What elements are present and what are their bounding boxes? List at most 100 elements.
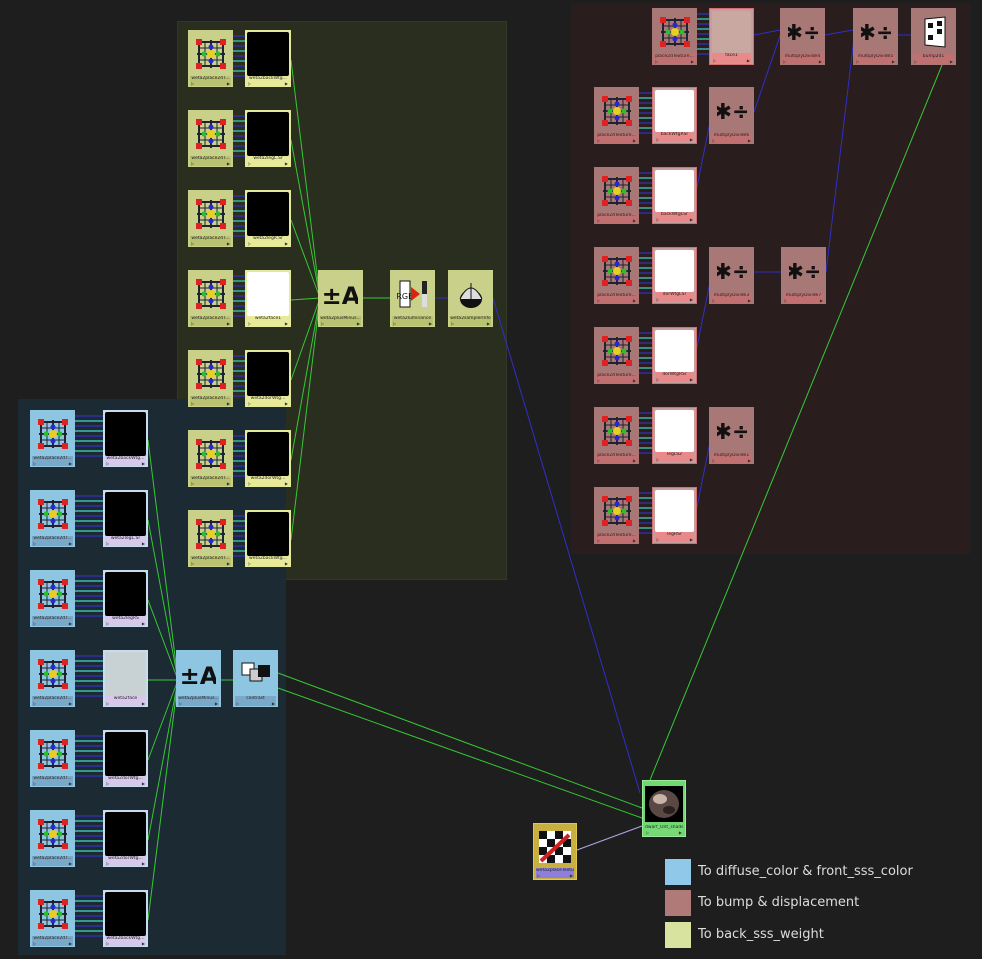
yellow-sampler-info-node-port-bar[interactable] [450, 322, 491, 326]
red-file-node-3-port-bar[interactable] [655, 298, 694, 302]
blue-contrast-node[interactable]: contrast [233, 650, 278, 707]
red-place2d-node-6[interactable]: place2dTexture... [594, 487, 639, 544]
red-place2d-node-2[interactable]: place2dTexture... [594, 167, 639, 224]
yellow-file-node-6-port-bar[interactable] [247, 562, 289, 566]
blue-file-node-4[interactable]: weta2dorWtg... [103, 730, 148, 787]
blue-place2d-node-6[interactable]: weta2place2dT... [30, 890, 75, 947]
yellow-sampler-info-node[interactable]: weta2samplerInfo [448, 270, 493, 327]
yellow-place2d-node-3[interactable]: weta2place2dT... [188, 270, 233, 327]
yellow-file-node-4[interactable]: weta2dorWtg... [245, 350, 291, 407]
blue-place2d-node-2-port-bar[interactable] [32, 622, 73, 626]
shader-node[interactable]: dwarf_Ont_shader [642, 780, 686, 837]
blue-file-node-2-port-bar[interactable] [105, 622, 146, 626]
blue-file-node-0-port-bar[interactable] [105, 462, 146, 466]
blue-file-node-3[interactable]: weta2face [103, 650, 148, 707]
blue-plus-minus-node-port-bar[interactable] [178, 702, 219, 706]
multiply-divide-node-5[interactable]: ✱÷multiplyDivide1 [709, 407, 754, 464]
yellow-place2d-node-5-port-bar[interactable] [190, 482, 231, 486]
yellow-file-node-1-port-bar[interactable] [247, 162, 289, 166]
red-place2d-node-4[interactable]: place2dTexture... [594, 327, 639, 384]
red-place2d-node-1[interactable]: place2dTexture... [594, 87, 639, 144]
multiply-divide-node-2[interactable]: ✱÷multiplyDivide6 [709, 87, 754, 144]
blue-file-node-1[interactable]: weta2legL.Sr [103, 490, 148, 547]
red-file-node-4[interactable]: dorWtgRSr [652, 327, 697, 384]
red-place2d-node-0[interactable]: place2dTexture... [652, 8, 697, 65]
blue-place2d-node-1[interactable]: weta2place2dT... [30, 490, 75, 547]
blue-place2d-node-5-port-bar[interactable] [32, 862, 73, 866]
red-file-node-4-port-bar[interactable] [655, 378, 694, 382]
multiply-divide-node-4[interactable]: ✱÷multiplyDivide7 [781, 247, 826, 304]
multiply-divide-node-2-port-bar[interactable] [711, 139, 752, 143]
multiply-divide-node-4-port-bar[interactable] [783, 299, 824, 303]
red-place2d-node-3[interactable]: place2dTexture... [594, 247, 639, 304]
yellow-file-node-0[interactable]: weta2backWtg... [245, 30, 291, 87]
yellow-file-node-0-port-bar[interactable] [247, 82, 289, 86]
blue-file-node-6-port-bar[interactable] [105, 942, 146, 946]
multiply-divide-node-1-port-bar[interactable] [855, 60, 896, 64]
yellow-place2d-node-0-port-bar[interactable] [190, 82, 231, 86]
yellow-file-node-5-port-bar[interactable] [247, 482, 289, 486]
blue-file-node-2[interactable]: weta2legRS [103, 570, 148, 627]
red-file-node-5-port-bar[interactable] [655, 458, 694, 462]
yellow-plus-minus-node-port-bar[interactable] [320, 322, 361, 326]
blue-file-node-1-port-bar[interactable] [105, 542, 146, 546]
multiply-divide-node-1[interactable]: ✱÷multiplyDivide5 [853, 8, 898, 65]
yellow-file-node-2[interactable]: weta2legR.Sr [245, 190, 291, 247]
red-place2d-node-0-port-bar[interactable] [654, 60, 695, 64]
yellow-place2d-node-3-port-bar[interactable] [190, 322, 231, 326]
red-place2d-node-4-port-bar[interactable] [596, 379, 637, 383]
yellow-place2d-node-5[interactable]: weta2place2dT... [188, 430, 233, 487]
red-file-node-3[interactable]: dorWtgLSr [652, 247, 697, 304]
bump2d-node-port-bar[interactable] [913, 60, 954, 64]
red-file-node-1-port-bar[interactable] [655, 138, 694, 142]
yellow-file-node-6[interactable]: weta2backWtg... [245, 510, 291, 567]
red-place2d-node-3-port-bar[interactable] [596, 299, 637, 303]
red-file-node-1[interactable]: backWtgRSr [652, 87, 697, 144]
bump2d-node[interactable]: bump2d1 [911, 8, 956, 65]
multiply-divide-node-3[interactable]: ✱÷multiplyDivide3 [709, 247, 754, 304]
blue-file-node-3-port-bar[interactable] [105, 702, 146, 706]
yellow-file-node-5[interactable]: weta2dorWtg... [245, 430, 291, 487]
blue-place2d-node-6-port-bar[interactable] [32, 942, 73, 946]
yellow-place2d-node-1[interactable]: weta2place2dT... [188, 110, 233, 167]
red-file-node-2[interactable]: backWtgLSr [652, 167, 697, 224]
yellow-file-node-1[interactable]: weta2legL.Sr [245, 110, 291, 167]
blue-place2d-node-0-port-bar[interactable] [32, 462, 73, 466]
red-place2d-node-2-port-bar[interactable] [596, 219, 637, 223]
multiply-divide-node-5-port-bar[interactable] [711, 459, 752, 463]
blue-contrast-node-port-bar[interactable] [235, 702, 276, 706]
yellow-place2d-node-6[interactable]: weta2place2dT... [188, 510, 233, 567]
red-file-node-6[interactable]: legRSr [652, 487, 697, 544]
blue-place2d-node-2[interactable]: weta2place2dT... [30, 570, 75, 627]
yellow-place2d-node-6-port-bar[interactable] [190, 562, 231, 566]
red-place2d-node-6-port-bar[interactable] [596, 539, 637, 543]
blue-place2d-node-0[interactable]: weta2place2dT... [30, 410, 75, 467]
yellow-place2d-node-0[interactable]: weta2place2dT... [188, 30, 233, 87]
shader-node-port-bar[interactable] [645, 831, 683, 835]
red-file-node-0[interactable]: face1 [709, 8, 754, 65]
texture-node[interactable]: weta2placeTexture... [533, 823, 577, 880]
blue-place2d-node-3[interactable]: weta2place2dT... [30, 650, 75, 707]
yellow-place2d-node-1-port-bar[interactable] [190, 162, 231, 166]
blue-place2d-node-3-port-bar[interactable] [32, 702, 73, 706]
blue-place2d-node-5[interactable]: weta2place2dT... [30, 810, 75, 867]
yellow-file-node-2-port-bar[interactable] [247, 242, 289, 246]
red-place2d-node-5[interactable]: place2dTexture... [594, 407, 639, 464]
blue-file-node-5-port-bar[interactable] [105, 862, 146, 866]
yellow-file-node-3[interactable]: weta2face1 [245, 270, 291, 327]
blue-file-node-4-port-bar[interactable] [105, 782, 146, 786]
blue-place2d-node-4-port-bar[interactable] [32, 782, 73, 786]
red-file-node-5[interactable]: legLS2 [652, 407, 697, 464]
yellow-file-node-3-port-bar[interactable] [247, 322, 289, 326]
red-file-node-6-port-bar[interactable] [655, 538, 694, 542]
yellow-place2d-node-4[interactable]: weta2place2dT... [188, 350, 233, 407]
blue-file-node-0[interactable]: weta2backWtg... [103, 410, 148, 467]
blue-file-node-5[interactable]: weta2dorWtg... [103, 810, 148, 867]
red-file-node-2-port-bar[interactable] [655, 218, 694, 222]
multiply-divide-node-0[interactable]: ✱÷multiplyDivide4 [780, 8, 825, 65]
yellow-place2d-node-2-port-bar[interactable] [190, 242, 231, 246]
blue-place2d-node-4[interactable]: weta2place2dT... [30, 730, 75, 787]
